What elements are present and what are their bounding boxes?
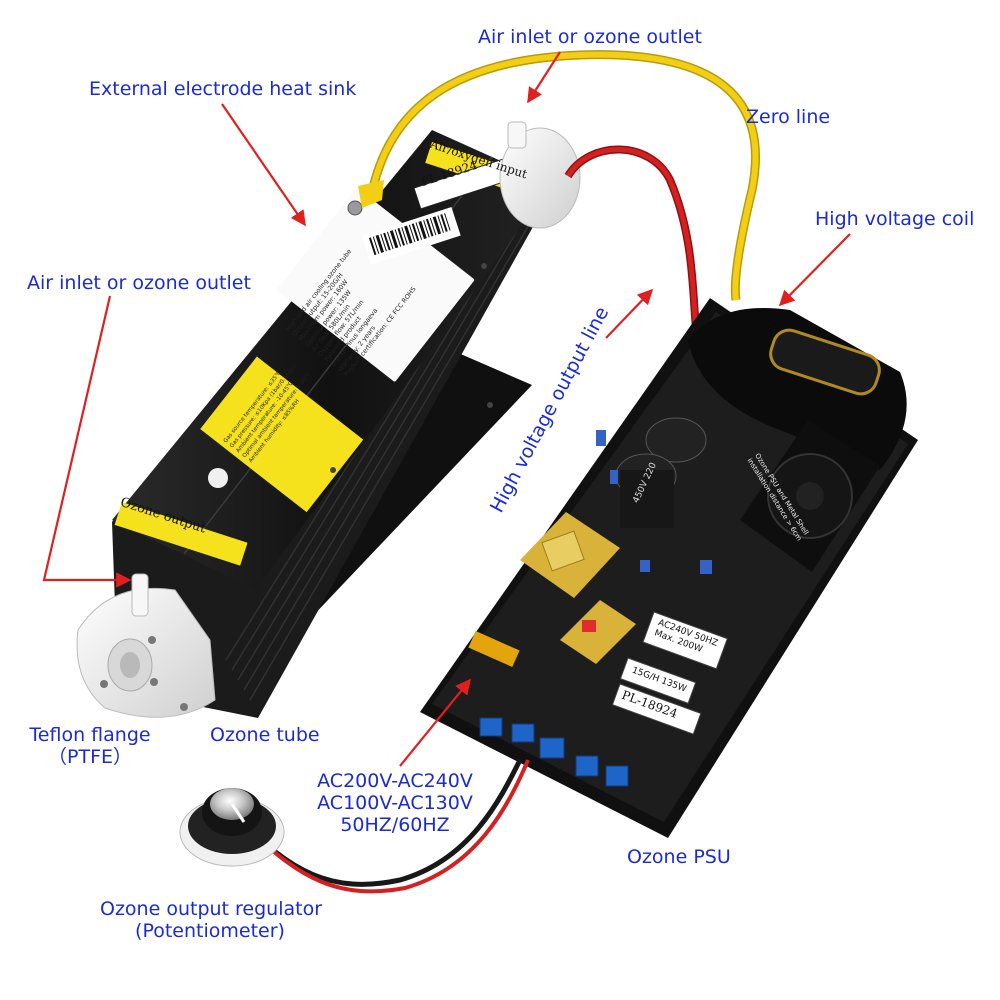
arrow-air-inlet-left [42,295,132,588]
potentiometer [179,788,285,867]
label-hv-coil: High voltage coil [815,208,975,230]
rating-tag [642,611,728,670]
top-nozzle [507,121,527,149]
screw-terminal [347,200,363,216]
label-heat-sink: External electrode heat sink [89,78,357,100]
power-line: 50HZ/60HZ [340,814,450,836]
label-teflon-flange: Teflon flange （PTFE） [26,724,154,768]
power-line: AC100V-AC130V [317,792,473,814]
arrow-hv-output [605,288,654,339]
psu-model-tag [611,683,702,735]
label-regulator: Ozone output regulator (Potentiometer) [100,898,323,942]
spec-label [277,188,475,382]
small-transformer [560,600,636,664]
hv-output-wire [565,147,703,351]
label-ozone-tube: Ozone tube [210,724,320,746]
label-air-inlet-left: Air inlet or ozone outlet [27,272,251,294]
label-zero-line: Zero line [746,106,831,128]
qc-badge [208,468,228,488]
teflon-flange-line: （PTFE） [48,746,132,768]
red-relay [582,620,596,632]
output-tag [619,657,697,704]
terminal-blocks [479,717,629,787]
zero-line-wire [369,51,759,301]
warning-label [200,356,364,513]
cooling-fan [740,420,880,572]
label-power-input: AC200V-AC240V AC100V-AC130V 50HZ/60HZ [310,770,480,836]
pot-cable-red [244,759,530,894]
teflon-flange-bottom [76,573,216,718]
arrow-power-input [399,678,471,767]
callout-arrows [42,51,851,767]
teflon-flange-top [499,121,581,229]
capacitors [615,417,707,528]
label-ozone-psu: Ozone PSU [627,846,731,868]
hv-coil-block [688,308,907,470]
ozone-tube [112,130,552,718]
regulator-line: (Potentiometer) [135,920,285,942]
bottom-nozzle [131,573,149,617]
power-line: AC200V-AC240V [317,770,473,792]
yellow-ring-terminal [358,180,384,208]
transformer [520,512,620,598]
regulator-line: Ozone output regulator [100,898,323,920]
arrow-air-inlet-top [527,51,561,104]
ozone-output-sticker [114,502,248,566]
teflon-flange-line: Teflon flange [29,724,151,746]
label-air-inlet-top: Air inlet or ozone outlet [478,26,702,48]
arrow-hv-coil [778,233,851,307]
arrow-heat-sink [221,103,306,227]
fuse [468,631,520,667]
small-components [596,430,712,574]
psu-pcb [432,312,908,822]
ozone-psu [420,298,918,838]
barcode [362,206,461,265]
